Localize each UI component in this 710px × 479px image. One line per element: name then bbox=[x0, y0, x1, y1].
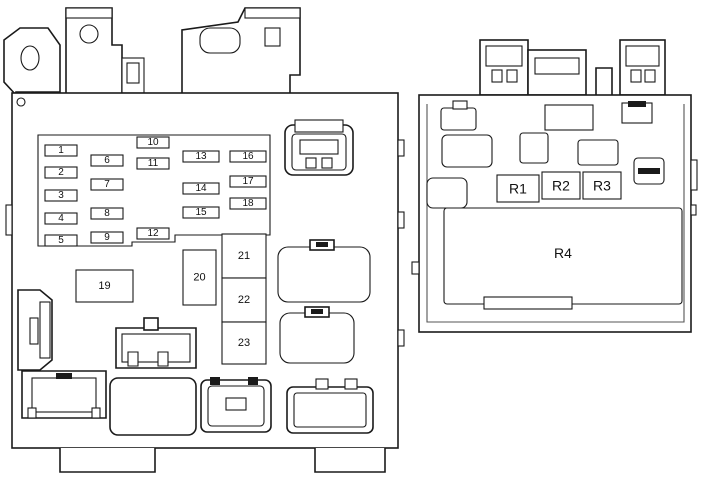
relay-r4: R4 bbox=[443, 207, 683, 310]
svg-text:21: 21 bbox=[238, 250, 250, 262]
fuse-3: 3 bbox=[44, 189, 78, 202]
fuse-13: 13 bbox=[182, 150, 220, 163]
fuse-22: 22 bbox=[221, 277, 267, 323]
svg-text:22: 22 bbox=[238, 294, 250, 306]
fuse-6: 6 bbox=[90, 154, 124, 167]
svg-text:18: 18 bbox=[242, 198, 254, 209]
fuse-2: 2 bbox=[44, 166, 78, 179]
relay-r1: R1 bbox=[496, 174, 540, 203]
fuse-20: 20 bbox=[182, 249, 217, 306]
svg-text:14: 14 bbox=[195, 183, 207, 194]
svg-text:3: 3 bbox=[58, 190, 64, 201]
right-relay-box: R1 R2 R3 R4 bbox=[411, 39, 698, 333]
svg-text:11: 11 bbox=[148, 158, 159, 169]
fuse-12: 12 bbox=[136, 227, 170, 240]
fuse-11: 11 bbox=[136, 157, 170, 170]
svg-text:20: 20 bbox=[193, 272, 205, 284]
fuse-14: 14 bbox=[182, 182, 220, 195]
relay-socket-upper bbox=[277, 239, 371, 303]
svg-text:7: 7 bbox=[104, 179, 110, 190]
svg-text:16: 16 bbox=[242, 151, 254, 162]
left-fuse-box: 1 2 3 4 5 6 7 8 9 10 11 12 13 14 15 16 1… bbox=[3, 7, 405, 473]
top-connector-2 bbox=[527, 49, 587, 96]
relay-socket-lower bbox=[279, 306, 355, 364]
svg-text:8: 8 bbox=[104, 208, 110, 219]
svg-text:R2: R2 bbox=[552, 178, 570, 194]
svg-text:1: 1 bbox=[58, 145, 64, 156]
fuse-21: 21 bbox=[221, 233, 267, 279]
connector-left-edge bbox=[17, 289, 53, 371]
mounting-tab-top-left bbox=[65, 7, 123, 93]
relay-r2: R2 bbox=[541, 171, 581, 200]
svg-text:17: 17 bbox=[242, 176, 254, 187]
svg-text:R1: R1 bbox=[509, 181, 527, 197]
fuse-7: 7 bbox=[90, 178, 124, 191]
svg-text:6: 6 bbox=[104, 155, 110, 166]
fuse-10: 10 bbox=[136, 136, 170, 149]
fuse-4: 4 bbox=[44, 212, 78, 225]
svg-text:19: 19 bbox=[98, 280, 110, 292]
svg-text:10: 10 bbox=[147, 137, 159, 148]
svg-text:5: 5 bbox=[58, 235, 64, 246]
fuse-19: 19 bbox=[75, 269, 134, 303]
svg-text:15: 15 bbox=[195, 207, 207, 218]
fuse-9: 9 bbox=[90, 231, 124, 244]
svg-text:13: 13 bbox=[195, 151, 207, 162]
svg-text:23: 23 bbox=[238, 337, 250, 349]
connector-bottom-left bbox=[21, 370, 107, 419]
connector-bottom-right bbox=[286, 378, 374, 434]
top-connector-1 bbox=[479, 39, 529, 96]
connector-top bbox=[284, 119, 354, 176]
fuse-15: 15 bbox=[182, 206, 220, 219]
mounting-bracket-right bbox=[595, 67, 613, 95]
top-connector-3 bbox=[619, 39, 666, 96]
mounting-tab-top-right bbox=[181, 7, 301, 93]
fuse-18: 18 bbox=[229, 197, 267, 210]
fuse-23: 23 bbox=[221, 321, 267, 365]
relay-r3: R3 bbox=[582, 171, 622, 200]
svg-text:R3: R3 bbox=[593, 178, 611, 194]
fuse-5: 5 bbox=[44, 234, 78, 247]
fuse-8: 8 bbox=[90, 207, 124, 220]
fuse-1: 1 bbox=[44, 144, 78, 157]
connector-bottom-mid bbox=[200, 377, 272, 433]
fuse-16: 16 bbox=[229, 150, 267, 163]
svg-text:9: 9 bbox=[104, 232, 110, 243]
svg-text:2: 2 bbox=[58, 167, 64, 178]
socket-bottom-blank bbox=[109, 377, 197, 436]
fuse-17: 17 bbox=[229, 175, 267, 188]
svg-text:4: 4 bbox=[58, 213, 64, 224]
svg-text:12: 12 bbox=[147, 228, 159, 239]
svg-text:R4: R4 bbox=[554, 245, 572, 261]
connector-middle bbox=[115, 317, 197, 369]
